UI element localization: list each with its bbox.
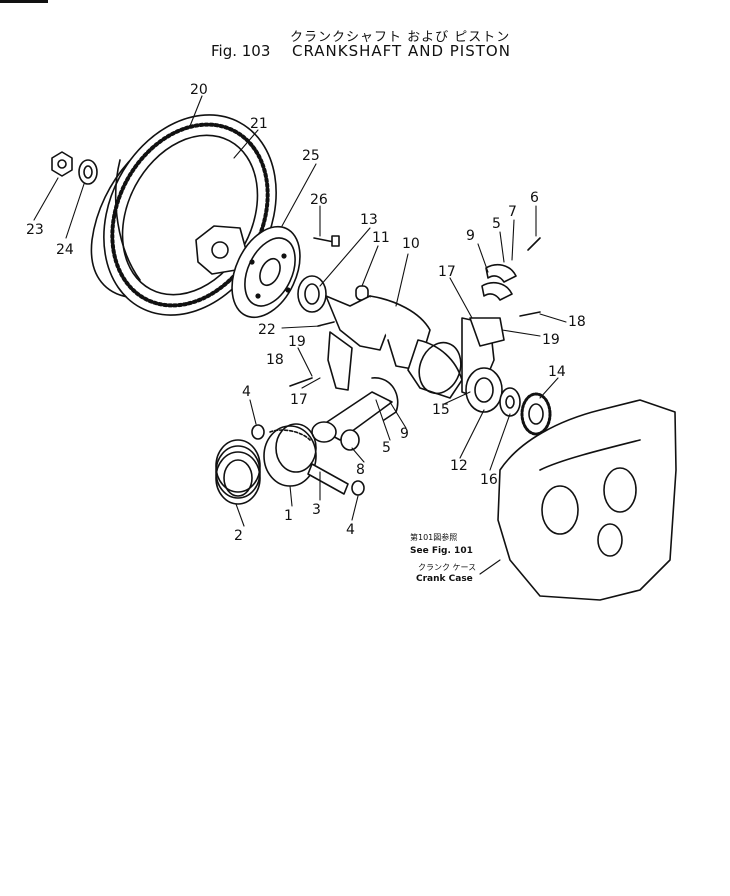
label-14: 14 — [548, 364, 566, 380]
rear-bearing — [465, 367, 503, 413]
figure-number: Fig. 103 — [211, 42, 271, 60]
label-8: 8 — [356, 462, 365, 478]
reference-jp: 第101図参照 — [410, 533, 458, 542]
label-23: 23 — [26, 222, 44, 238]
label-17-right: 17 — [438, 264, 456, 280]
reference-en: See Fig. 101 — [410, 546, 473, 556]
label-24: 24 — [56, 242, 74, 258]
bearing-shells-upper — [481, 263, 517, 301]
bolt — [313, 235, 340, 247]
part-labels: 20 21 25 26 13 11 10 23 24 9 5 7 6 17 18… — [26, 82, 586, 544]
piston-pin — [307, 463, 349, 495]
label-15: 15 — [432, 402, 450, 418]
label-4-upper: 4 — [242, 384, 251, 400]
label-19-left: 19 — [288, 334, 306, 350]
small-end-bushing — [340, 429, 360, 451]
label-19-right: 19 — [542, 332, 560, 348]
label-26: 26 — [310, 192, 328, 208]
key-leader — [317, 321, 335, 327]
label-5-lower: 5 — [382, 440, 391, 456]
label-16: 16 — [480, 472, 498, 488]
snap-ring-lower — [351, 480, 365, 496]
label-7: 7 — [508, 204, 517, 220]
leader-lines — [33, 95, 567, 575]
label-12: 12 — [450, 458, 468, 474]
crank-case — [497, 399, 677, 601]
crank-gear — [520, 392, 552, 436]
label-21: 21 — [250, 116, 268, 132]
snap-ring-upper — [251, 424, 265, 440]
label-18-left: 18 — [266, 352, 284, 368]
label-9-lower: 9 — [400, 426, 409, 442]
bearing-cap — [469, 317, 505, 347]
label-17-left: 17 — [290, 392, 308, 408]
label-11: 11 — [372, 230, 390, 246]
washer — [78, 159, 98, 185]
flywheel-disc — [231, 225, 301, 319]
piston — [263, 423, 317, 487]
piston-rings — [215, 439, 261, 505]
crank-case-jp: クランク ケース — [418, 563, 477, 572]
label-4-lower: 4 — [346, 522, 355, 538]
page-title: CRANKSHAFT AND PISTON — [292, 42, 511, 60]
label-18-right: 18 — [568, 314, 586, 330]
label-9-upper: 9 — [466, 228, 475, 244]
corner-rule — [0, 0, 48, 3]
main-bearing — [297, 275, 327, 313]
bolt-6 — [527, 237, 541, 251]
connecting-rod — [311, 377, 399, 443]
bolt-18-right — [519, 311, 541, 317]
label-10: 10 — [402, 236, 420, 252]
bolt-18-left — [289, 377, 313, 387]
thrust-washer — [499, 387, 521, 417]
label-6: 6 — [530, 190, 539, 206]
label-2: 2 — [234, 528, 243, 544]
label-25: 25 — [302, 148, 320, 164]
title-japanese: クランクシャフト および ピストン — [290, 30, 511, 45]
label-22: 22 — [258, 322, 276, 338]
label-1: 1 — [284, 508, 293, 524]
label-3: 3 — [312, 502, 321, 518]
crank-case-en: Crank Case — [416, 574, 473, 584]
label-13: 13 — [360, 212, 378, 228]
label-5-upper: 5 — [492, 216, 501, 232]
nut — [51, 151, 73, 177]
label-20: 20 — [190, 82, 208, 98]
